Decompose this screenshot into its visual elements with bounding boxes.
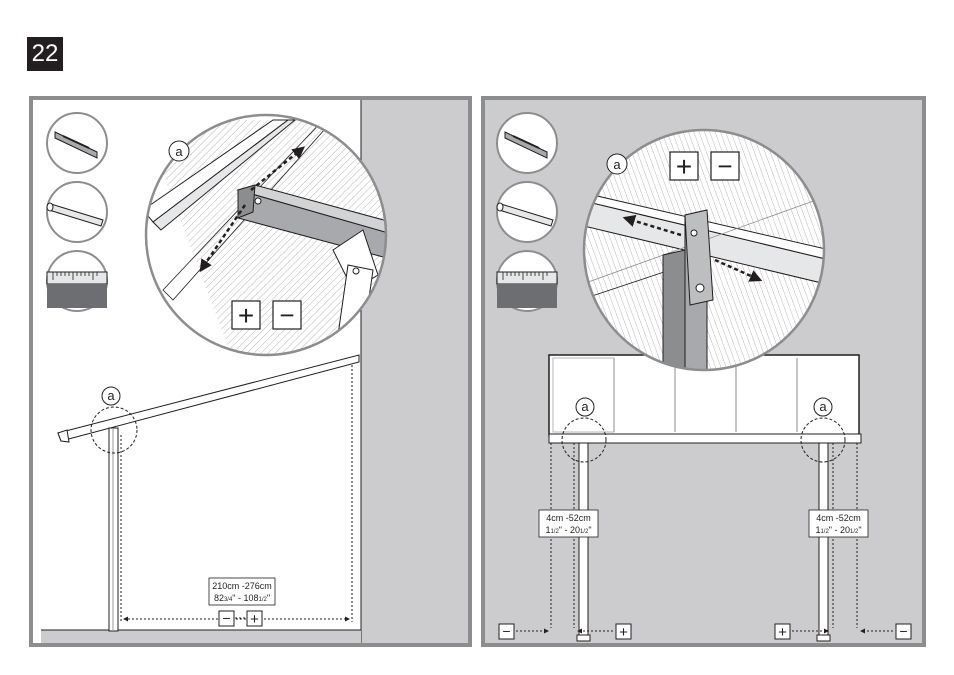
right-plus-sign: +	[774, 623, 791, 641]
callout-label-a: a	[613, 157, 621, 172]
zoom-minus-sign: −	[272, 300, 302, 330]
width-imperial: 823/4" - 1081/2"	[214, 593, 270, 603]
rod-part-icon	[496, 181, 558, 243]
left-support-post	[576, 442, 591, 642]
support-post	[108, 427, 119, 632]
svg-text:−: −	[222, 610, 230, 626]
house-wall	[361, 100, 468, 643]
left-minus-sign: −	[498, 623, 515, 640]
ground	[41, 630, 361, 643]
svg-text:−: −	[717, 151, 732, 181]
svg-text:+: +	[778, 624, 787, 641]
svg-text:+: +	[619, 624, 628, 641]
left-plus-sign: +	[615, 623, 632, 641]
left-overhang-imperial: 11/2" - 201/2"	[545, 525, 591, 535]
zoom-plus-sign: +	[231, 300, 261, 331]
left-detail-area-circle	[561, 417, 607, 463]
right-panel-illustration: a a 4cm -52cm 11/2" - 201/2" 4cm -52cm 1…	[496, 112, 912, 642]
left-panel-illustration: a 210cm -276cm 823/4" - 1081/2" − +	[41, 100, 468, 643]
width-metric: 210cm -276cm	[212, 581, 272, 591]
detail-zoom-circle	[582, 128, 826, 372]
svg-text:+: +	[676, 151, 692, 182]
detail-area-circle	[90, 406, 138, 454]
right-overhang-imperial: 11/2" - 201/2"	[815, 525, 861, 535]
ruler-icon	[496, 250, 558, 312]
left-panel: a 210cm -276cm 823/4" - 1081/2" − +	[29, 96, 472, 647]
right-detail-label-a: a	[819, 399, 827, 414]
callout-marker-a	[168, 140, 190, 162]
right-minus-sign: −	[895, 623, 912, 640]
right-panel: a a 4cm -52cm 11/2" - 201/2" 4cm -52cm 1…	[481, 96, 926, 647]
zoom-plus-sign: +	[669, 151, 699, 182]
zoom-minus-sign: −	[710, 151, 740, 181]
right-detail-marker-a	[813, 397, 833, 417]
svg-text:−: −	[899, 623, 907, 639]
flat-bar-part-icon	[496, 112, 558, 174]
rod-part-icon	[46, 181, 108, 243]
width-plus-sign: +	[246, 610, 263, 628]
width-minus-sign: −	[218, 610, 235, 627]
left-detail-marker-a	[575, 397, 595, 417]
detail-zoom-circle	[144, 113, 388, 357]
callout-label-a: a	[175, 144, 183, 159]
detail-marker-a	[101, 386, 121, 406]
ruler-icon	[46, 250, 108, 312]
svg-text:+: +	[250, 611, 259, 628]
left-overhang-measurement: 4cm -52cm 11/2" - 201/2"	[538, 509, 599, 538]
detail-label-a: a	[107, 388, 115, 403]
right-detail-area-circle	[800, 417, 846, 463]
roof-beam	[57, 354, 360, 443]
flat-bar-part-icon	[46, 112, 108, 174]
left-detail-label-a: a	[581, 399, 589, 414]
step-number: 22	[27, 37, 63, 71]
callout-marker-a	[606, 153, 628, 175]
svg-text:−: −	[502, 623, 510, 639]
right-overhang-measurement: 4cm -52cm 11/2" - 201/2"	[808, 509, 869, 538]
svg-text:−: −	[279, 300, 294, 330]
width-measurement: 210cm -276cm 823/4" - 1081/2"	[208, 577, 276, 606]
left-overhang-metric: 4cm -52cm	[546, 513, 591, 523]
svg-text:+: +	[238, 300, 254, 331]
right-overhang-metric: 4cm -52cm	[816, 513, 861, 523]
right-support-post	[816, 442, 831, 642]
